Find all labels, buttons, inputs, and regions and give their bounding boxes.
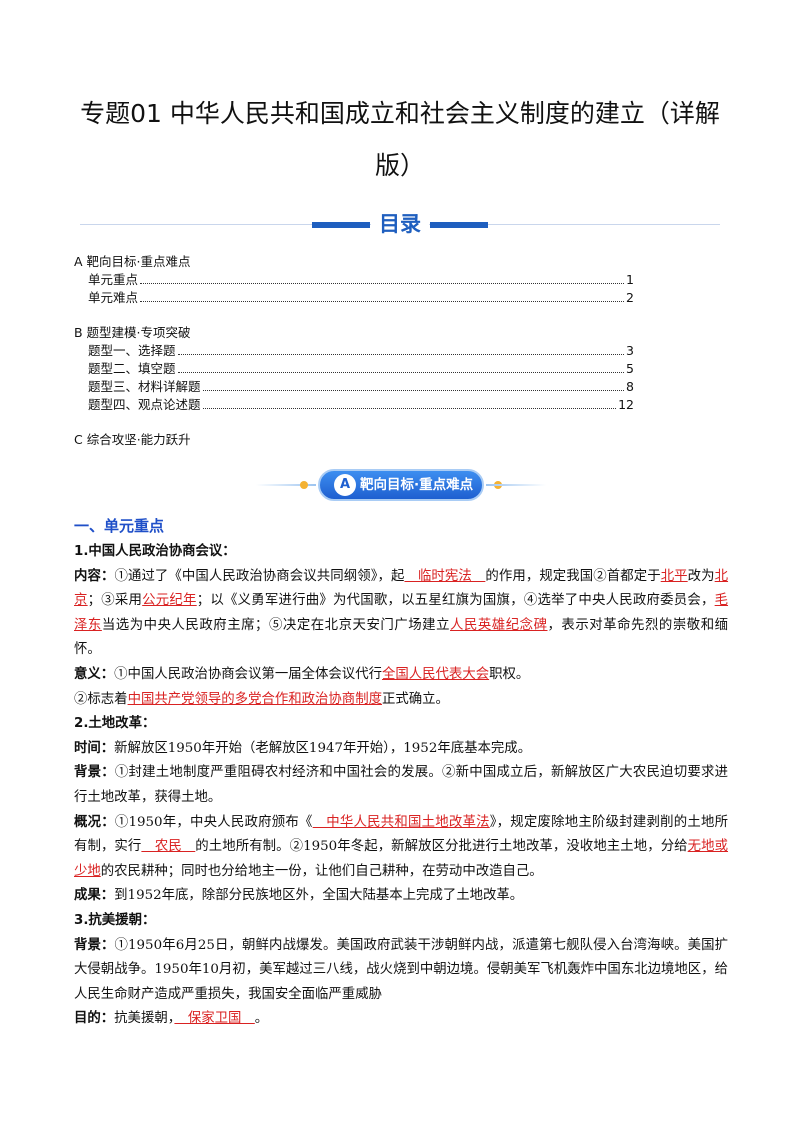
paragraph-background: 背景：①1950年6月25日，朝鲜内战爆发。美国政府武装干涉朝鲜内战，派遣第七舰… — [74, 937, 728, 1002]
paragraph-time: 时间：新解放区1950年开始（老解放区1947年开始），1952年底基本完成。 — [74, 740, 532, 756]
section-heading: 一、单元重点 — [74, 517, 165, 535]
paragraph-background: 背景：①封建土地制度严重阻碍农村经济和中国社会的发展。②新中国成立后，新解放区广… — [74, 765, 728, 805]
toc-section-c[interactable]: C 综合攻坚·能力跃升 — [74, 432, 191, 447]
block-title: 3.抗美援朝： — [74, 912, 156, 928]
paragraph-content: 内容：①通过了《中国人民政治协商会议共同纲领》，起 临时宪法 的作用，规定我国②… — [74, 568, 729, 658]
answer-blank: 全国人民代表大会 — [381, 666, 490, 682]
answer-blank: 毛泽东 — [74, 593, 729, 633]
block-title: 1.中国人民政治协商会议： — [74, 544, 236, 559]
toc-bar-left — [312, 222, 370, 228]
paragraph-overview: 概况：①1950年，中央人民政府颁布《 中华人民共和国土地改革法》，规定废除地主… — [74, 814, 729, 879]
paragraph-meaning-2: ②标志着中国共产党领导的多党合作和政治协商制度正式确立。 — [74, 691, 449, 707]
toc-heading-label: 目录 — [371, 212, 429, 236]
banner-badge: A — [334, 474, 356, 496]
answer-blank: 中华人民共和国土地改革法 — [312, 814, 490, 830]
main-content: 一、单元重点 1.中国人民政治协商会议： 内容：①通过了《中国人民政治协商会议共… — [74, 512, 728, 1032]
answer-blank: 保家卫国 — [174, 1011, 255, 1027]
page-title: 专题01 中华人民共和国成立和社会主义制度的建立（详解版） — [80, 99, 720, 180]
answer-blank: 北京 — [74, 568, 729, 609]
paragraph-meaning: 意义：①中国人民政治协商会议第一届全体会议代行全国人民代表大会职权。 — [74, 666, 530, 682]
answer-blank: 无地或少地 — [74, 839, 729, 879]
banner-label: 靶向目标·重点难点 — [360, 477, 474, 493]
toc-heading: 目录 — [80, 208, 720, 242]
answer-blank: 中国共产党领导的多党合作和政治协商制度 — [127, 691, 382, 707]
answer-blank: 北平 — [660, 568, 688, 584]
toc-section-b[interactable]: B 题型建模·专项突破 — [74, 325, 191, 340]
toc-section-a[interactable]: A 靶向目标·重点难点 — [74, 254, 191, 269]
banner-dot-icon — [300, 481, 308, 489]
paragraph-goal: 目的：抗美援朝， 保家卫国 。 — [74, 1011, 269, 1027]
paragraph-result: 成果：到1952年底，除部分民族地区外，全国大陆基本上完成了土地改革。 — [74, 888, 524, 904]
block-title: 2.土地改革： — [74, 716, 156, 732]
answer-blank: 人民英雄纪念碑 — [450, 617, 548, 633]
toc-bar-right — [430, 222, 488, 228]
answer-blank: 公元纪年 — [142, 593, 197, 609]
answer-blank: 临时宪法 — [404, 568, 486, 584]
answer-blank: 农民 — [141, 839, 196, 855]
